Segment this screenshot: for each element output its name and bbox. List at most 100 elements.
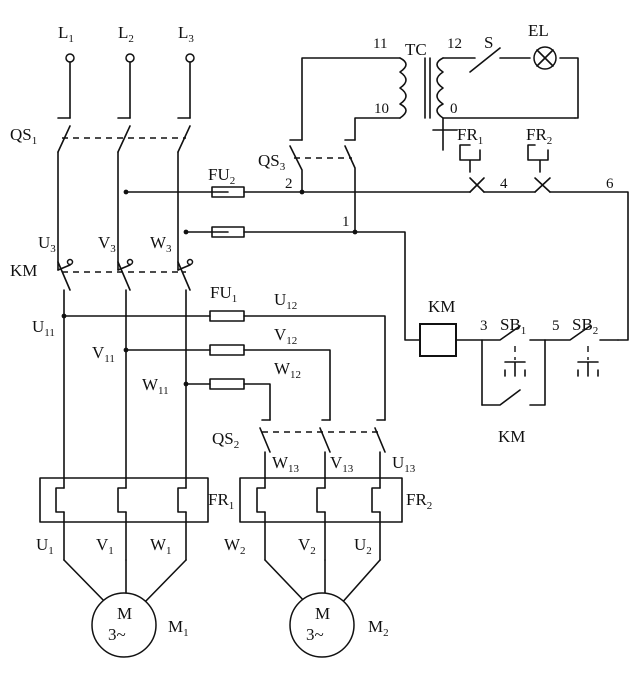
label-w1: W — [150, 535, 167, 554]
svg-text:FU1: FU1 — [210, 283, 237, 305]
motor-m1 — [63, 559, 187, 658]
svg-text:V13: V13 — [330, 453, 354, 475]
svg-text:V2: V2 — [298, 535, 316, 557]
svg-text:M2: M2 — [368, 617, 389, 639]
label-w12: W — [274, 359, 291, 378]
svg-text:FR1: FR1 — [208, 490, 234, 512]
label-fr1: FR — [457, 125, 478, 144]
svg-text:U3: U3 — [38, 233, 56, 255]
label-u2: U — [354, 535, 366, 554]
label-fr1-main: FR — [208, 490, 229, 509]
sb1-button — [481, 325, 546, 406]
svg-text:U11: U11 — [32, 317, 55, 339]
label-node-12: 12 — [447, 36, 462, 52]
label-v2: V — [298, 535, 311, 554]
label-km-aux: KM — [498, 427, 525, 446]
svg-text:W12: W12 — [274, 359, 301, 381]
label-l3: L — [178, 23, 188, 42]
label-node-5: 5 — [552, 318, 560, 334]
label-node-4: 4 — [500, 176, 508, 192]
svg-text:QS2: QS2 — [212, 429, 239, 451]
terminal-l1 — [65, 53, 75, 63]
label-w13: W — [272, 453, 289, 472]
label-m1-symbol: M — [117, 604, 132, 623]
label-km-coil: KM — [428, 297, 455, 316]
qs3-switch — [289, 57, 401, 233]
label-v11: V — [92, 343, 105, 362]
fr-control-contacts — [442, 129, 629, 341]
fu1-fuses — [61, 310, 386, 421]
label-fu2: FU — [208, 165, 230, 184]
label-l2: L — [118, 23, 128, 42]
terminal-l2 — [125, 53, 135, 63]
label-m1-phase: 3~ — [108, 625, 126, 644]
label-node-11: 11 — [373, 36, 387, 52]
label-fr2: FR — [526, 125, 547, 144]
svg-text:V12: V12 — [274, 325, 297, 347]
svg-text:FR2: FR2 — [406, 490, 432, 512]
svg-text:SB2: SB2 — [572, 315, 598, 337]
svg-text:U12: U12 — [274, 290, 297, 312]
svg-text:FU2: FU2 — [208, 165, 235, 187]
label-tc: TC — [405, 40, 427, 59]
label-node-3: 3 — [480, 318, 488, 334]
label-u12: U — [274, 290, 286, 309]
label-qs3: QS — [258, 151, 280, 170]
label-m1: M — [168, 617, 183, 636]
svg-text:FR1: FR1 — [457, 125, 483, 147]
label-sb1: SB — [500, 315, 521, 334]
labels: L1 L2 L3 QS1 QS3 QS2 TC 11 12 10 0 S EL … — [10, 21, 614, 644]
svg-text:L3: L3 — [178, 23, 194, 45]
supply-terminals — [65, 53, 195, 119]
terminal-l3 — [185, 53, 195, 63]
label-qs1: QS — [10, 125, 32, 144]
label-sb2: SB — [572, 315, 593, 334]
label-node-2: 2 — [285, 176, 293, 192]
label-w3: W — [150, 233, 167, 252]
label-v13: V — [330, 453, 343, 472]
km-coil — [419, 323, 483, 406]
label-v1: V — [96, 535, 109, 554]
svg-text:W13: W13 — [272, 453, 300, 475]
svg-text:U2: U2 — [354, 535, 372, 557]
label-qs2: QS — [212, 429, 234, 448]
svg-text:V3: V3 — [98, 233, 116, 255]
label-w2: W — [224, 535, 241, 554]
label-node-0: 0 — [450, 101, 458, 117]
fu2-fuses — [211, 186, 471, 341]
label-km-main: KM — [10, 261, 37, 280]
label-v3: V — [98, 233, 111, 252]
km-main-contacts — [57, 258, 194, 489]
svg-text:FR2: FR2 — [526, 125, 552, 147]
tc-transformer — [399, 57, 576, 131]
svg-text:QS1: QS1 — [10, 125, 37, 147]
motor-m2-icon — [289, 592, 355, 658]
svg-text:W3: W3 — [150, 233, 172, 255]
motor-m1-icon — [91, 592, 157, 658]
svg-text:V11: V11 — [92, 343, 115, 365]
label-w11: W — [142, 375, 159, 394]
label-s: S — [484, 33, 493, 52]
label-fr2-main: FR — [406, 490, 427, 509]
svg-text:L2: L2 — [118, 23, 134, 45]
svg-text:W2: W2 — [224, 535, 246, 557]
svg-text:W11: W11 — [142, 375, 169, 397]
sb2-button — [544, 325, 619, 377]
lamp-circuit — [469, 46, 579, 119]
fr1-block — [39, 477, 209, 561]
label-v12: V — [274, 325, 287, 344]
label-node-1: 1 — [342, 214, 350, 230]
svg-text:M1: M1 — [168, 617, 189, 639]
qs1-switch — [57, 117, 191, 271]
svg-text:L1: L1 — [58, 23, 74, 45]
label-m2-phase: 3~ — [306, 625, 324, 644]
svg-text:U13: U13 — [392, 453, 416, 475]
motor-m2 — [264, 559, 381, 658]
fr2-block — [239, 477, 403, 561]
label-m2: M — [368, 617, 383, 636]
svg-text:QS3: QS3 — [258, 151, 286, 173]
bus-taps — [123, 189, 229, 235]
svg-text:U1: U1 — [36, 535, 54, 557]
